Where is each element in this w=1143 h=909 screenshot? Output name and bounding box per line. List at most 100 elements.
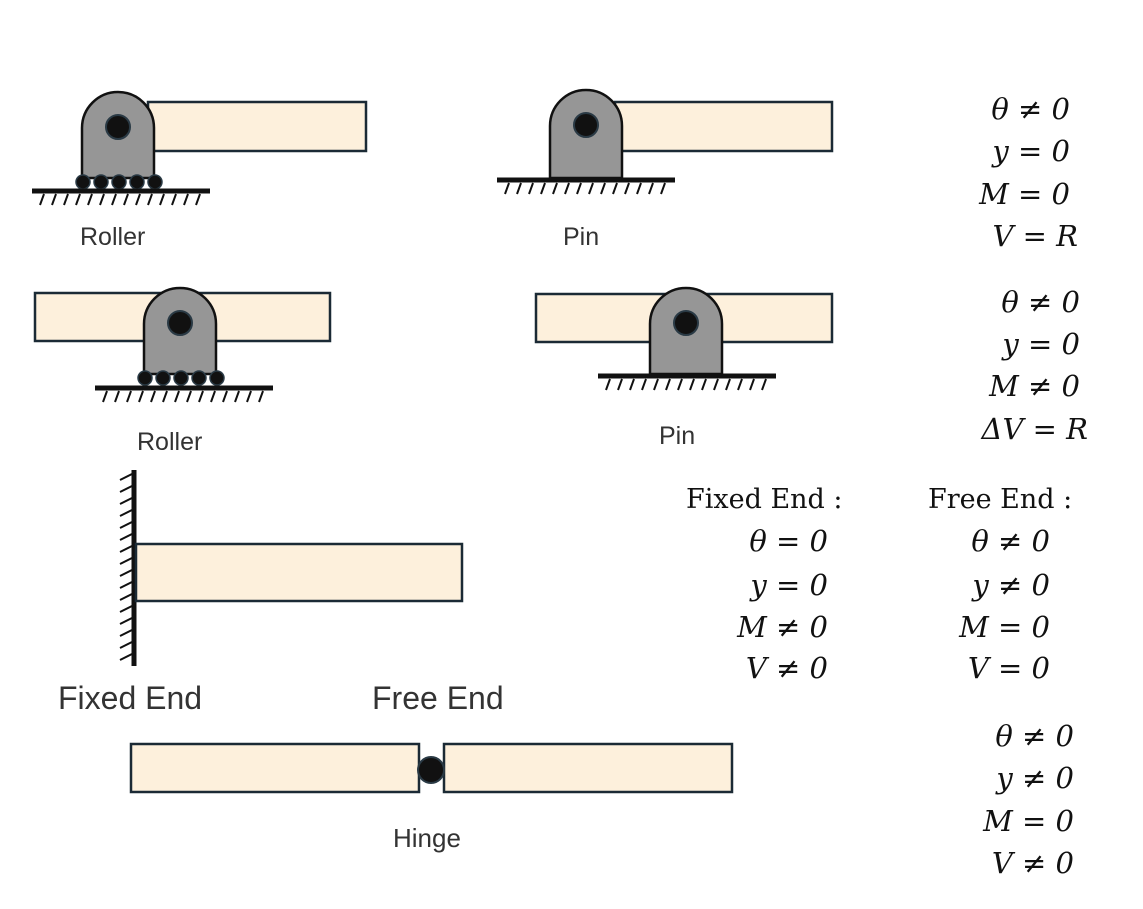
- hinge-label: Hinge: [393, 823, 461, 853]
- fixed-end-conditions: Fixed End : θ = 0 y = 0 M ≠ 0 V ≠ 0: [686, 484, 843, 685]
- wall-hatching: [119, 473, 133, 661]
- hatch-stroke: [119, 593, 133, 601]
- condition-line: M ≠ 0: [988, 369, 1080, 403]
- hatch-stroke: [636, 182, 642, 195]
- free-end-label: Free End: [372, 680, 504, 716]
- hatch-stroke: [605, 378, 611, 391]
- pin-mid-label: Pin: [659, 422, 695, 450]
- hatch-stroke: [749, 378, 755, 391]
- roller-wheel: [209, 370, 225, 386]
- hatch-stroke: [119, 473, 133, 481]
- hatch-stroke: [159, 193, 165, 206]
- hatch-stroke: [51, 193, 57, 206]
- ground-hatching: [102, 390, 264, 403]
- condition-line: y = 0: [748, 568, 828, 602]
- hinge-connection: [129, 742, 734, 794]
- hatch-stroke: [648, 182, 654, 195]
- hatch-stroke: [183, 193, 189, 206]
- hatch-stroke: [102, 390, 108, 403]
- hatch-stroke: [665, 378, 671, 391]
- hatch-stroke: [617, 378, 623, 391]
- hatch-stroke: [612, 182, 618, 195]
- condition-line: M = 0: [958, 610, 1050, 644]
- condition-line: V = 0: [968, 651, 1050, 685]
- condition-line: θ = 0: [749, 524, 828, 558]
- hatch-stroke: [119, 629, 133, 637]
- hatch-stroke: [516, 182, 522, 195]
- roller-wheels: [75, 174, 163, 190]
- hatch-stroke: [119, 581, 133, 589]
- pin-icon: [573, 112, 599, 138]
- hatch-stroke: [677, 378, 683, 391]
- roller-wheel: [173, 370, 189, 386]
- hatch-stroke: [135, 193, 141, 206]
- condition-line: θ ≠ 0: [1001, 285, 1080, 319]
- condition-line: V ≠ 0: [746, 651, 828, 685]
- pin-icon: [105, 114, 131, 140]
- hatch-stroke: [234, 390, 240, 403]
- hatch-stroke: [119, 497, 133, 505]
- hatch-stroke: [653, 378, 659, 391]
- hatch-stroke: [119, 617, 133, 625]
- roller-top-label: Roller: [80, 223, 145, 251]
- condition-line: θ ≠ 0: [991, 92, 1070, 126]
- hatch-stroke: [99, 193, 105, 206]
- end-support-conditions: θ ≠ 0 y = 0 M = 0 V = R: [978, 92, 1078, 253]
- pin-icon: [673, 310, 699, 336]
- roller-wheel: [111, 174, 127, 190]
- hinge-icon: [417, 756, 445, 784]
- hatch-stroke: [119, 485, 133, 493]
- condition-line: y = 0: [1000, 327, 1080, 361]
- pin-top-label: Pin: [563, 223, 599, 251]
- fixed-end-heading: Fixed End :: [686, 484, 843, 515]
- roller-wheel: [155, 370, 171, 386]
- hatch-stroke: [138, 390, 144, 403]
- roller-wheel: [137, 370, 153, 386]
- hatch-stroke: [198, 390, 204, 403]
- free-end-heading: Free End :: [928, 484, 1072, 515]
- condition-line: y ≠ 0: [994, 761, 1074, 795]
- interior-support-conditions: θ ≠ 0 y = 0 M ≠ 0 ΔV = R: [981, 285, 1088, 446]
- hatch-stroke: [689, 378, 695, 391]
- roller-end-support: [32, 90, 368, 206]
- beam-left-segment: [129, 742, 421, 794]
- hatch-stroke: [660, 182, 666, 195]
- pin-end-support: [497, 88, 834, 195]
- hatch-stroke: [701, 378, 707, 391]
- condition-line: ΔV = R: [981, 412, 1088, 446]
- roller-wheels: [137, 370, 225, 386]
- hatch-stroke: [111, 193, 117, 206]
- hatch-stroke: [119, 605, 133, 613]
- free-end-conditions: Free End : θ ≠ 0 y ≠ 0 M = 0 V = 0: [928, 484, 1072, 685]
- hatch-stroke: [210, 390, 216, 403]
- hatch-stroke: [119, 533, 133, 541]
- hatch-stroke: [564, 182, 570, 195]
- beam-right-segment: [442, 742, 734, 794]
- condition-line: y = 0: [990, 134, 1070, 168]
- condition-line: θ ≠ 0: [995, 719, 1074, 753]
- hatch-stroke: [552, 182, 558, 195]
- hinge-conditions: θ ≠ 0 y ≠ 0 M = 0 V ≠ 0: [982, 719, 1074, 880]
- hatch-stroke: [39, 193, 45, 206]
- hatch-stroke: [588, 182, 594, 195]
- condition-line: y ≠ 0: [970, 568, 1050, 602]
- hatch-stroke: [75, 193, 81, 206]
- roller-wheel: [93, 174, 109, 190]
- hatch-stroke: [119, 641, 133, 649]
- hatch-stroke: [186, 390, 192, 403]
- beam-roller-end: [146, 100, 368, 153]
- hatch-stroke: [246, 390, 252, 403]
- hatch-stroke: [119, 509, 133, 517]
- pin-interior-support: [534, 286, 834, 391]
- hatch-stroke: [63, 193, 69, 206]
- hatch-stroke: [504, 182, 510, 195]
- hatch-stroke: [119, 521, 133, 529]
- hatch-stroke: [528, 182, 534, 195]
- condition-line: M ≠ 0: [736, 610, 828, 644]
- ground-hatching: [504, 182, 666, 195]
- ground-hatching: [605, 378, 767, 391]
- fixed-end-cantilever: [119, 470, 464, 666]
- hatch-stroke: [713, 378, 719, 391]
- beam-cantilever: [134, 542, 464, 603]
- beam-pin-end: [613, 100, 834, 153]
